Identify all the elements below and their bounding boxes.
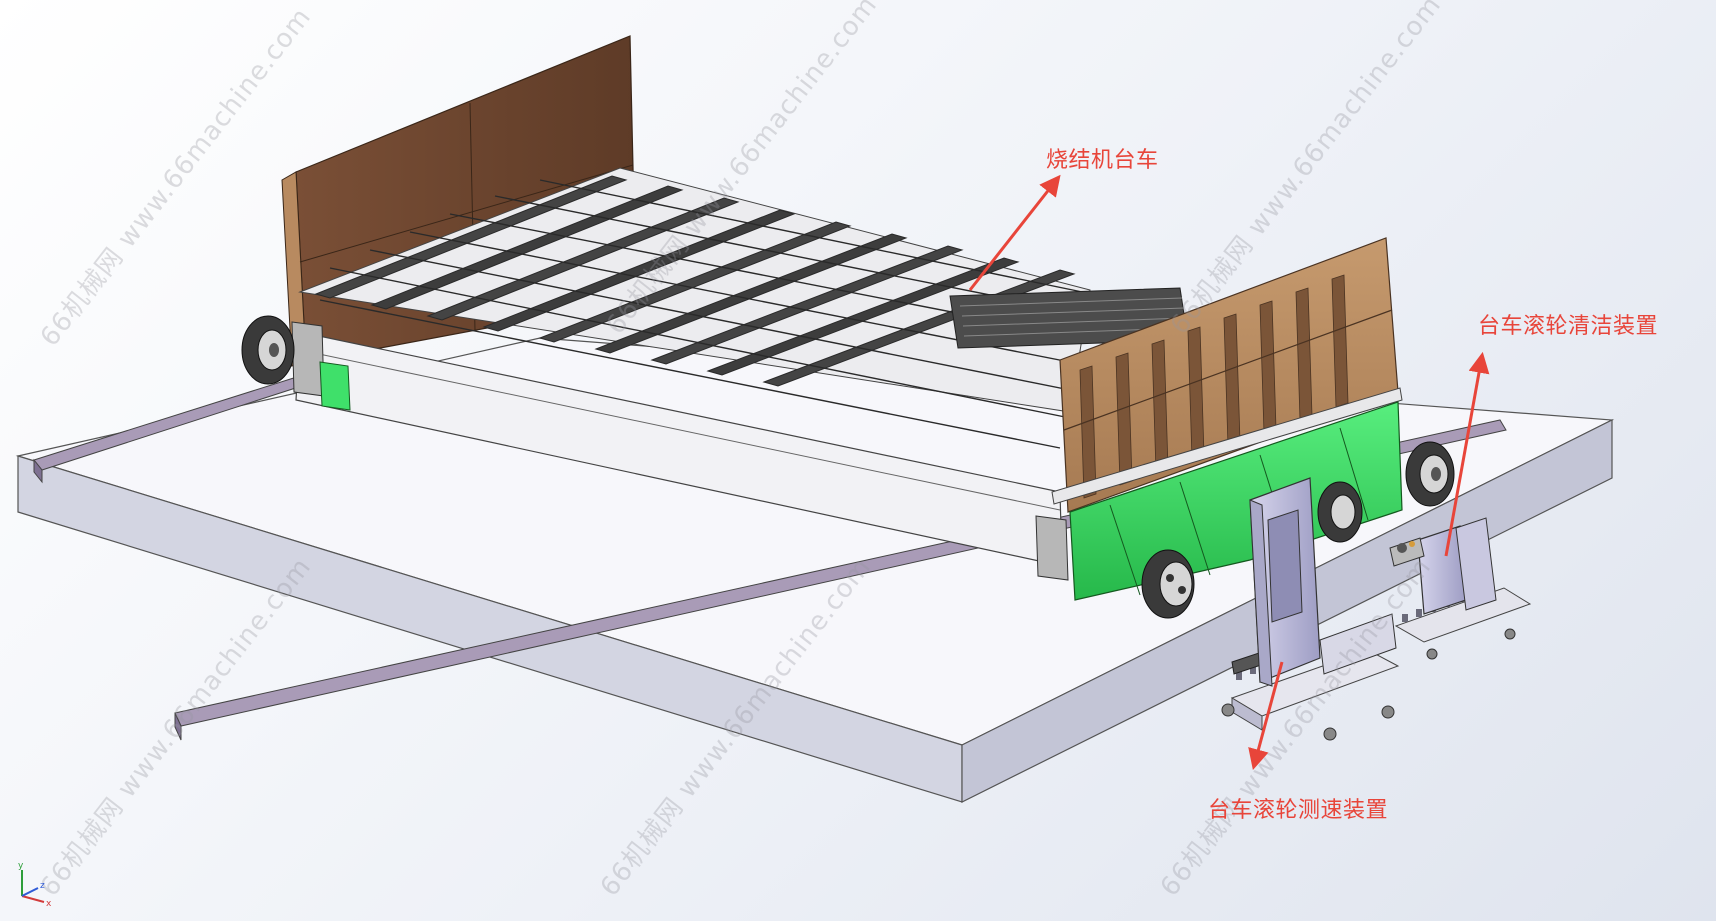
label-sinter-pallet: 烧结机台车 xyxy=(1046,148,1159,173)
coordinate-triad-icon: y x z xyxy=(18,861,52,908)
watermark: 66机械网 www.66machine.com xyxy=(1164,0,1448,341)
triad-x-label: x xyxy=(46,899,52,908)
watermark: 66机械网 www.66machine.com xyxy=(594,552,878,903)
watermark: 66机械网 www.66machine.com xyxy=(34,2,318,353)
right-side-board xyxy=(1051,237,1403,513)
arrow-cleaning-device xyxy=(1444,351,1490,557)
wheel-front-left xyxy=(1141,549,1195,619)
arrow-sinter-pallet xyxy=(968,174,1061,291)
callout-arrows xyxy=(968,174,1490,771)
triad-z-label: z xyxy=(40,881,45,891)
wheel-front-middle xyxy=(1317,481,1363,543)
roller-cleaning-device xyxy=(1389,517,1532,660)
pallet-body-beam xyxy=(291,321,1069,581)
grate-deck xyxy=(298,167,1189,449)
wheels xyxy=(241,315,1455,619)
wheel-left-rear xyxy=(241,315,295,385)
label-roller-cleaning-device: 台车滚轮清洁装置 xyxy=(1478,314,1659,339)
wheel-right-rear xyxy=(1405,441,1455,507)
triad-y-label: y xyxy=(18,861,24,871)
watermark: 66机械网 www.66machine.com xyxy=(600,0,884,341)
watermark: 66机械网 www.66machine.com xyxy=(34,552,318,903)
label-roller-speed-device: 台车滚轮测速装置 xyxy=(1208,798,1389,823)
arrow-speed-device xyxy=(1248,661,1284,771)
roller-speed-measuring-device xyxy=(1221,477,1400,741)
watermark: 66机械网 www.66machine.com xyxy=(1154,552,1438,903)
green-bogie-frame xyxy=(319,361,1403,601)
